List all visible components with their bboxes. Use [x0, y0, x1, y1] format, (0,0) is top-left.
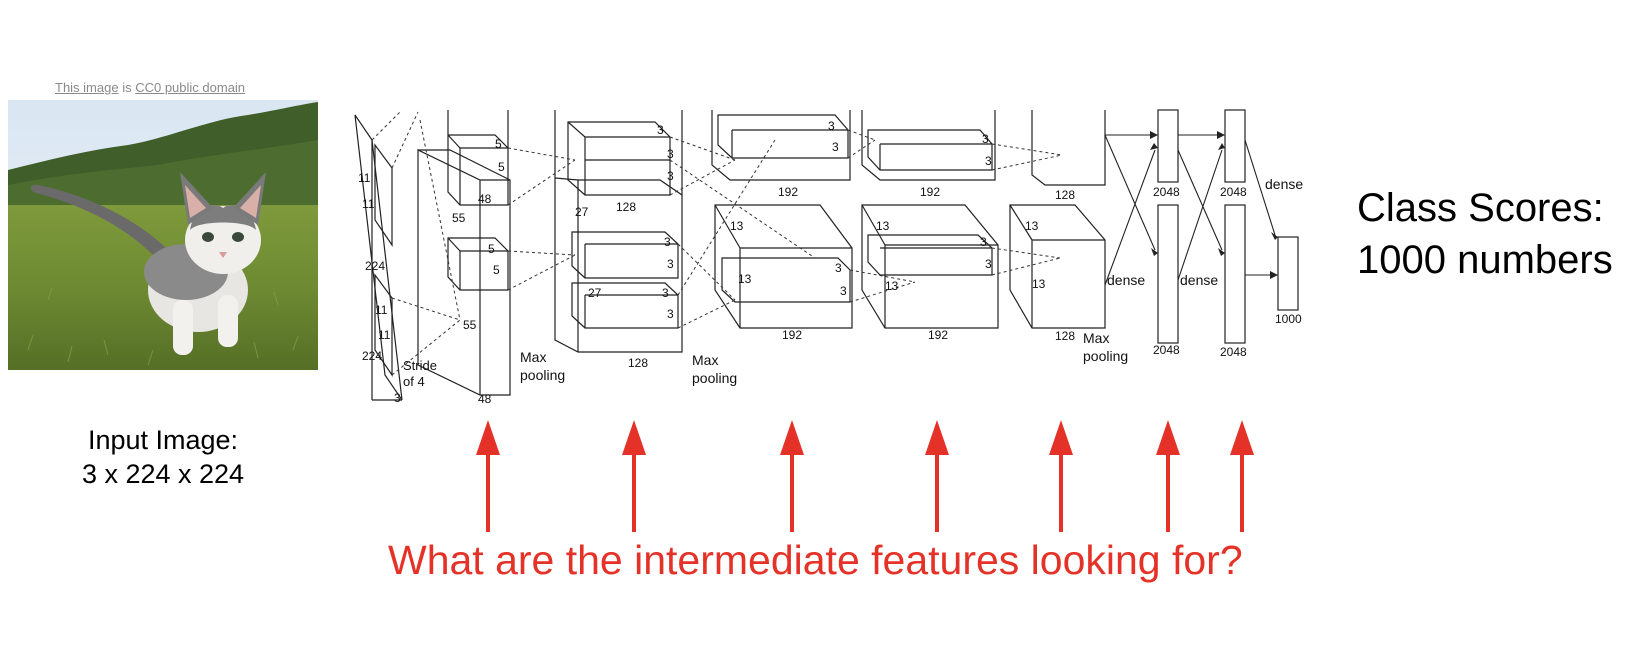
label-13-f: 13 [1032, 277, 1046, 291]
label-48-a: 48 [478, 192, 492, 206]
label-3-f: 3 [662, 286, 669, 300]
arrow-5 [1049, 420, 1073, 532]
label-27-b: 27 [588, 286, 602, 300]
label-max-2: Max [692, 352, 718, 368]
label-5-d: 5 [493, 263, 500, 277]
dense-connections [1104, 134, 1276, 286]
label-55-b: 55 [463, 318, 477, 332]
feature-arrows [476, 420, 1254, 532]
arrow-4 [925, 420, 949, 532]
label-3-l: 3 [982, 132, 989, 146]
dense-arrowheads [1150, 131, 1278, 279]
label-2048-a: 2048 [1153, 185, 1180, 199]
dense-layers [1157, 109, 1299, 344]
label-13-e: 13 [1025, 219, 1039, 233]
conv5-volume [1009, 110, 1106, 329]
label-48-b: 48 [478, 392, 492, 406]
label-dense-2: dense [1180, 272, 1218, 288]
label-3-a: 3 [657, 123, 664, 137]
label-3-n: 3 [980, 235, 987, 249]
label-128-d: 128 [1055, 329, 1075, 343]
label-27-a: 27 [575, 205, 589, 219]
class-scores-line2: 1000 numbers [1357, 238, 1613, 282]
label-2048-b: 2048 [1220, 185, 1247, 199]
label-55-a: 55 [452, 211, 466, 225]
label-5-a: 5 [495, 137, 502, 151]
label-3-m: 3 [985, 154, 992, 168]
label-11-a: 11 [358, 171, 371, 185]
label-224-b: 224 [362, 349, 382, 363]
label-11-d: 11 [378, 328, 391, 342]
label-5-c: 5 [488, 242, 495, 256]
this-image-link[interactable]: This image [55, 80, 119, 95]
label-128-b: 128 [628, 356, 648, 370]
label-128-a: 128 [616, 200, 636, 214]
label-dense-3: dense [1265, 176, 1303, 192]
kitten-image [8, 100, 318, 370]
label-3-b: 3 [667, 147, 674, 161]
label-13-a: 13 [730, 219, 744, 233]
class-scores-label: Class Scores: 1000 numbers [1357, 182, 1613, 286]
label-3-c: 3 [667, 169, 674, 183]
input-image-label: Input Image: 3 x 224 x 224 [8, 423, 318, 491]
label-pooling-1: pooling [520, 367, 565, 383]
label-2048-d: 2048 [1220, 345, 1247, 359]
kitten-photo [8, 100, 318, 370]
label-224: 224 [365, 259, 385, 273]
label-192-b: 192 [920, 185, 940, 199]
label-max-3: Max [1083, 330, 1109, 346]
input-label-line2: 3 x 224 x 224 [81, 459, 245, 489]
label-1000: 1000 [1275, 312, 1302, 326]
label-3-k: 3 [840, 284, 847, 298]
arrow-7 [1230, 420, 1254, 532]
question-text: What are the intermediate features looki… [388, 537, 1243, 583]
label-192-a: 192 [778, 185, 798, 199]
label-max-1: Max [520, 349, 546, 365]
label-3-i: 3 [832, 140, 839, 154]
label-3-d: 3 [664, 235, 671, 249]
arrow-1 [476, 420, 500, 532]
label-3-g: 3 [667, 307, 674, 321]
label-11-b: 11 [362, 197, 375, 211]
label-13-b: 13 [738, 272, 752, 286]
label-stride: Stride [403, 358, 437, 373]
label-13-d: 13 [885, 279, 899, 293]
label-3-j: 3 [835, 261, 842, 275]
label-3-e: 3 [667, 257, 674, 271]
label-stride-of: of 4 [403, 374, 425, 389]
label-2048-c: 2048 [1153, 343, 1180, 357]
conv2-volume [554, 110, 683, 353]
input-label-line1: Input Image: [87, 425, 239, 455]
label-3-h: 3 [828, 119, 835, 133]
credit-connector: is [118, 80, 136, 95]
cc0-license-link[interactable]: CC0 public domain [135, 80, 246, 95]
label-3: 3 [394, 391, 401, 405]
arrow-2 [622, 420, 646, 532]
convolution-connections [371, 111, 1063, 376]
label-dense-1: dense [1107, 272, 1145, 288]
label-11-c: 11 [375, 303, 388, 317]
class-scores-line1: Class Scores: [1357, 186, 1604, 230]
label-13-c: 13 [876, 219, 890, 233]
label-3-o: 3 [985, 257, 992, 271]
arrow-3 [780, 420, 804, 532]
image-credit: This image is CC0 public domain [55, 80, 245, 95]
label-pooling-3: pooling [1083, 348, 1128, 364]
label-192-d: 192 [928, 328, 948, 342]
label-192-c: 192 [782, 328, 802, 342]
conv1-volume [417, 110, 511, 396]
label-5-b: 5 [498, 160, 505, 174]
label-pooling-2: pooling [692, 370, 737, 386]
arrow-6 [1156, 420, 1180, 532]
label-128-c: 128 [1055, 188, 1075, 202]
